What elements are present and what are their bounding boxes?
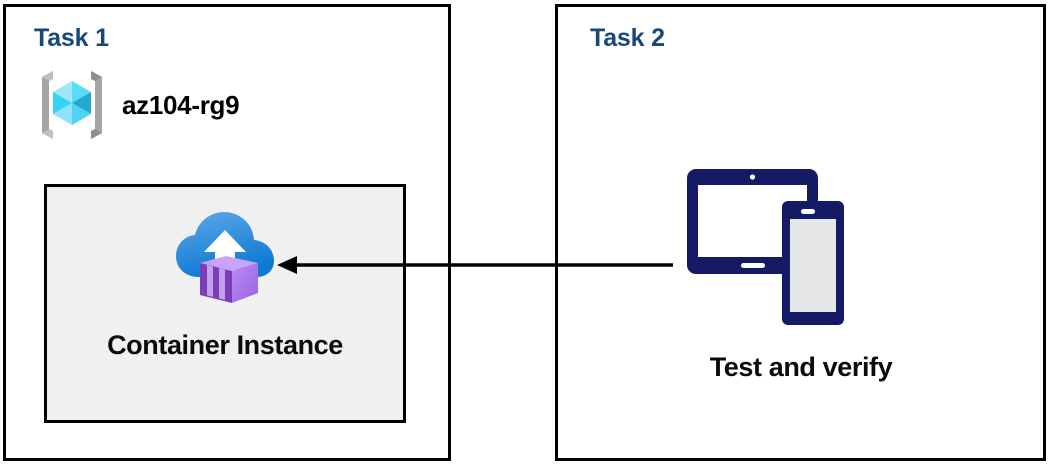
panel-title-task2: Task 2 — [590, 24, 665, 52]
resource-group-row: az104-rg9 — [36, 65, 240, 145]
devices-tablet-phone-icon — [687, 169, 844, 325]
task-panel-task1: Task 1 az104-r — [3, 4, 451, 461]
container-instance-box: Container Instance — [44, 184, 406, 423]
resource-group-label: az104-rg9 — [122, 89, 240, 120]
container-instance-label: Container Instance — [107, 330, 343, 360]
test-and-verify-label: Test and verify — [709, 352, 893, 382]
panel-title-task1: Task 1 — [34, 24, 109, 52]
azure-container-instance-icon — [176, 212, 274, 303]
azure-resource-group-icon — [42, 71, 102, 139]
